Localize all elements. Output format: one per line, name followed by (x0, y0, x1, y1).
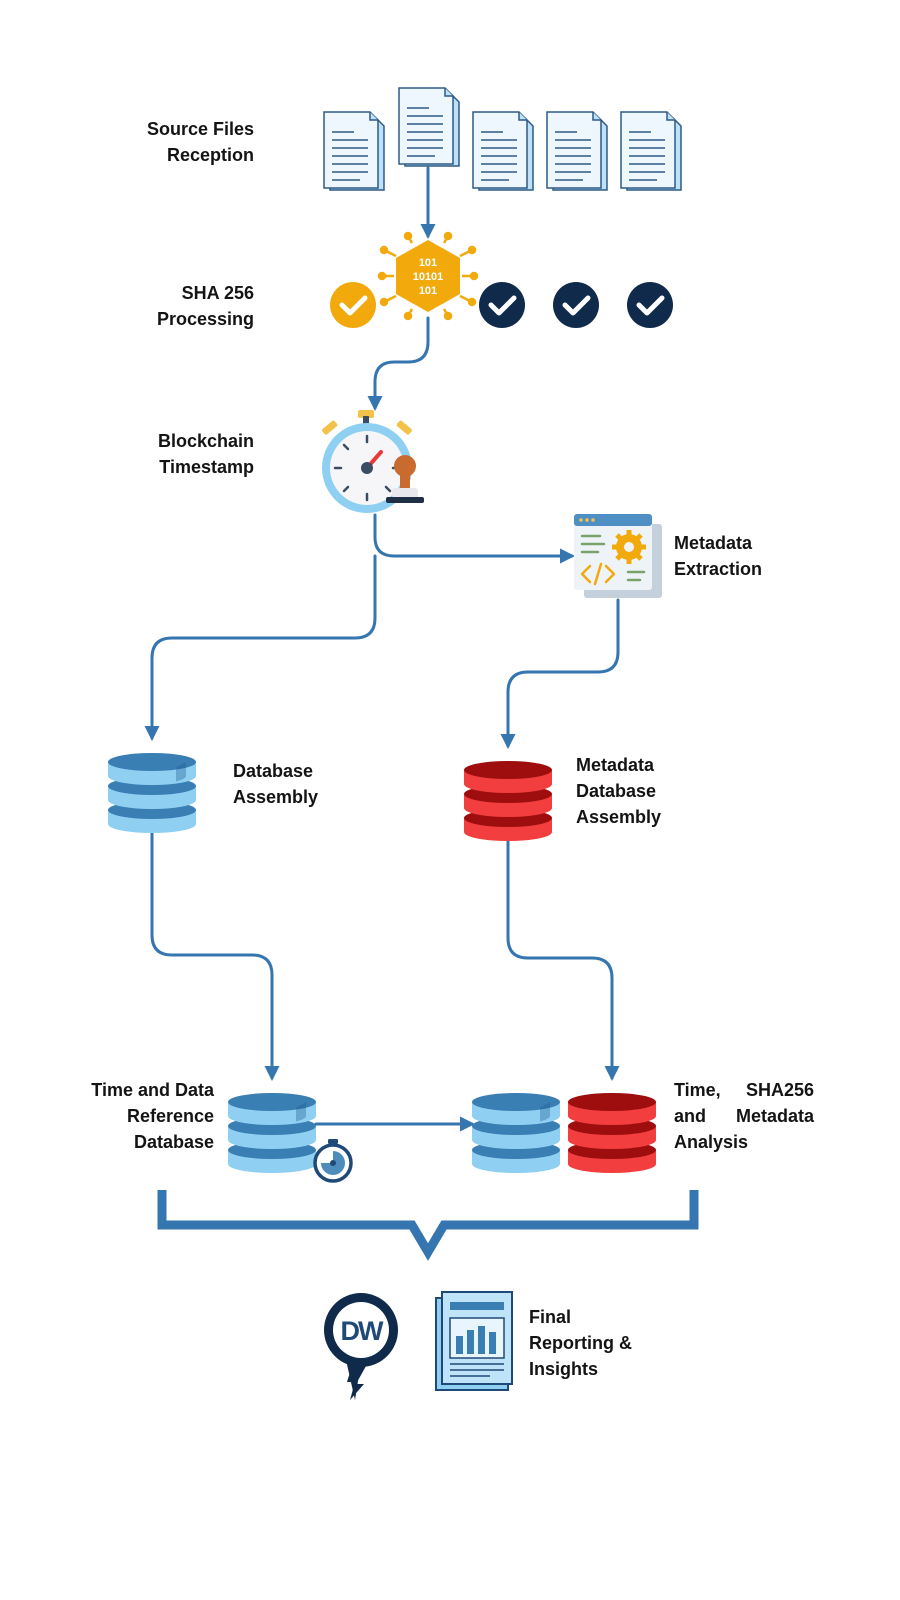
report-icon (435, 1291, 513, 1391)
database-blue-icon (228, 1093, 316, 1173)
connector-metadata-to-metadata-db (500, 598, 620, 749)
check-navy-icon (479, 282, 525, 328)
connector-metadata-db-to-analysis (506, 833, 620, 1081)
database-blue-icon (108, 753, 196, 833)
check-navy-icon (627, 282, 673, 328)
document-icon (620, 111, 682, 191)
step-label-analysis: Time, SHA256 and Metadata Analysis (674, 1080, 814, 1152)
logo-text: DW (341, 1316, 384, 1346)
document-icon (472, 111, 534, 191)
summary-bracket (157, 1190, 699, 1261)
step-label-sha-processing: SHA 256 Processing (156, 283, 254, 329)
step-label-metadata-database-assembly: Metadata Database Assembly (576, 755, 662, 827)
connector-database-to-reference (150, 828, 280, 1081)
step-label-source-files: Source Files Reception (146, 119, 254, 165)
step-label-final-reporting: Final Reporting & Insights (529, 1307, 632, 1379)
timer-badge-icon (313, 1139, 353, 1183)
dw-logo (324, 1293, 398, 1400)
step-label-database-assembly: Database Assembly (233, 761, 319, 807)
connector-hash-to-timestamp (367, 316, 430, 411)
check-gold-icon (330, 282, 376, 328)
document-icon (398, 87, 460, 167)
document-icon-group (323, 87, 682, 191)
document-icon (546, 111, 608, 191)
database-red-icon (568, 1093, 656, 1173)
hash-text-line: 10101 (413, 271, 444, 283)
step-label-metadata-extraction: Metadata Extraction (674, 533, 763, 579)
step-label-blockchain-timestamp: Blockchain Timestamp (157, 431, 254, 477)
metadata-window-icon (574, 514, 662, 598)
database-blue-icon (472, 1093, 560, 1173)
hash-processor-icon (377, 231, 479, 321)
document-icon (323, 111, 385, 191)
step-label-time-data-reference: Time and Data Reference Database (91, 1080, 214, 1152)
check-navy-icon (553, 282, 599, 328)
stopwatch-stamp-icon (322, 410, 424, 513)
hash-text-line: 101 (419, 285, 437, 297)
connector-timestamp-to-database (144, 554, 377, 741)
hash-text-line: 101 (419, 257, 437, 269)
database-red-icon (464, 761, 552, 841)
connector-timestamp-to-metadata (373, 513, 575, 564)
connectors (144, 166, 620, 1132)
